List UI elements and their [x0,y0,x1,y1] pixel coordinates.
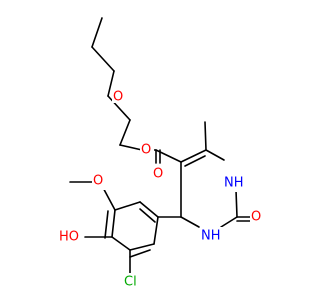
bond [119,144,143,151]
nh-bottom-label: NH [201,229,221,244]
ester-oxygen-label: O [141,143,151,158]
chlorine-label: Cl [124,275,137,290]
bond [119,119,131,146]
bond-layer [69,17,251,276]
bond [111,236,131,251]
bond [204,121,207,151]
nh-top-label: NH [224,176,244,191]
bond [205,149,225,161]
bond [129,243,155,251]
carbonyl-oxygen-label: O [153,167,163,182]
hydroxyl-label: HO [59,230,79,245]
bond [184,155,206,167]
bond [91,17,103,48]
bond [129,249,151,258]
bond [107,95,131,121]
bond [114,201,141,211]
bond [91,46,115,72]
molecule-structure: O O O NH NH O O HO Cl [58,17,264,291]
bond [139,201,159,218]
bond [180,216,200,228]
methoxy-oxygen-label: O [93,174,103,189]
bond [220,216,238,228]
bond [107,70,115,97]
atom-layer: O O O NH NH O O HO Cl [58,89,264,291]
bond [111,209,116,238]
ether-oxygen-label: O [113,90,123,105]
bond [139,208,156,223]
urea-oxygen-label: O [251,210,261,225]
bond [153,216,159,245]
bond [155,149,182,163]
bond [235,189,238,218]
bond [180,149,207,163]
bond [104,210,109,239]
